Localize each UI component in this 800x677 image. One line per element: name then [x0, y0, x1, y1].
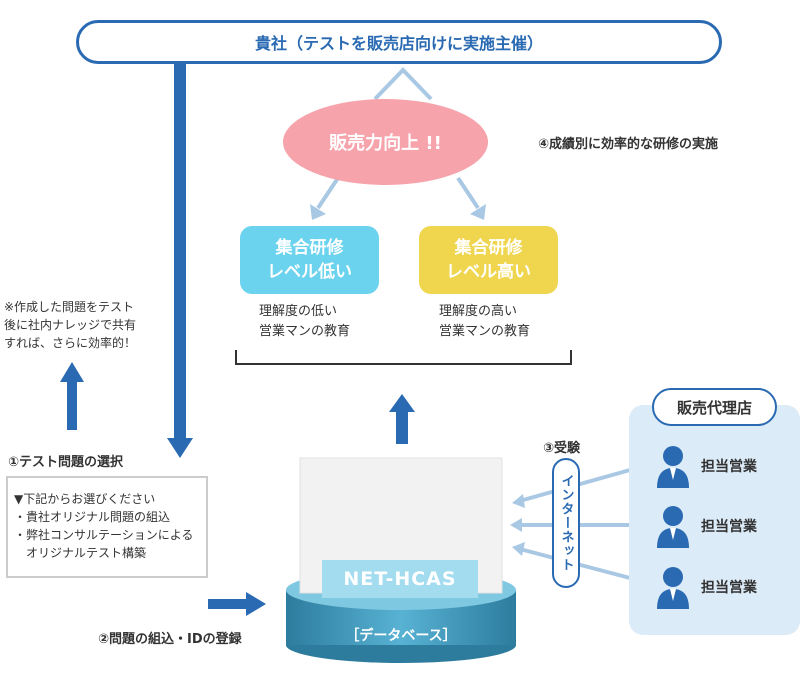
down-arrow	[167, 64, 193, 458]
training-high-desc: 理解度の高い 営業マンの教育	[439, 302, 530, 342]
arrow-to-low	[310, 176, 340, 220]
sales-rep-2-name: 担当営業	[701, 519, 757, 535]
database-label: ［データベース］	[345, 628, 457, 644]
selection-option-1: ・貴社オリジナル問題の組込	[14, 510, 171, 524]
bracket	[235, 350, 572, 365]
knowledge-note-3: すれば、さらに効率的！	[4, 336, 137, 350]
knowledge-note-2: 後に社内ナレッジで共有	[4, 318, 137, 332]
knowledge-note: ※作成した問題をテスト 後に社内ナレッジで共有 すれば、さらに効率的！	[4, 298, 136, 352]
training-low-title-2: レベル低い	[267, 262, 352, 282]
agency-panel	[629, 405, 800, 635]
sales-improvement-ellipse: 販売力向上 !!	[283, 99, 488, 185]
company-header-bar: 貴社（テストを販売店向けに実施主催）	[76, 20, 722, 64]
internet-label: インターネット	[558, 474, 574, 572]
up-arrow-note	[60, 362, 84, 430]
agency-title-pill: 販売代理店	[652, 388, 777, 426]
person-icon	[657, 567, 689, 609]
up-arrow-db	[389, 394, 415, 444]
selection-box-title: ▼下記からお選びください	[14, 492, 156, 506]
training-high-box: 集合研修 レベル高い	[419, 226, 558, 294]
sales-rep-2: 担当営業	[655, 504, 795, 548]
training-low-desc: 理解度の低い 営業マンの教育	[259, 302, 350, 342]
step4-label: ④成績別に効率的な研修の実施	[538, 137, 719, 152]
training-low-desc-2: 営業マンの教育	[259, 324, 351, 339]
sales-rep-1: 担当営業	[655, 444, 795, 488]
chevron-up-line	[373, 67, 433, 101]
step3-label: ③受験	[543, 441, 581, 456]
arrow-to-high	[456, 176, 486, 220]
sales-rep-3-name: 担当営業	[701, 580, 757, 596]
step1-label: ①テスト問題の選択	[8, 455, 124, 470]
step2-label: ②問題の組込・IDの登録	[98, 632, 242, 647]
training-low-box: 集合研修 レベル低い	[240, 226, 379, 294]
right-arrow-register	[208, 592, 266, 616]
sales-rep-3: 担当営業	[655, 565, 795, 609]
knowledge-note-1: ※作成した問題をテスト	[4, 300, 135, 314]
selection-option-2b: オリジナルテスト構築	[26, 546, 147, 560]
selection-option-2a: ・弊社コンサルテーションによる	[14, 528, 194, 542]
company-header-title: 貴社（テストを販売店向けに実施主催）	[254, 34, 543, 53]
training-high-title-1: 集合研修	[454, 238, 523, 258]
sales-improvement-label: 販売力向上 !!	[329, 133, 442, 154]
selection-box: ▼下記からお選びください ・貴社オリジナル問題の組込 ・弊社コンサルテーションに…	[6, 476, 208, 578]
internet-pill: インターネット	[552, 458, 580, 588]
database-name: NET-HCAS	[322, 560, 478, 598]
training-high-title-2: レベル高い	[446, 262, 531, 282]
training-high-desc-2: 営業マンの教育	[439, 324, 531, 339]
person-icon	[657, 446, 689, 488]
training-high-desc-1: 理解度の高い	[439, 304, 518, 319]
person-icon	[657, 506, 689, 548]
training-low-desc-1: 理解度の低い	[259, 304, 338, 319]
sales-rep-1-name: 担当営業	[701, 459, 757, 475]
training-low-title-1: 集合研修	[275, 238, 344, 258]
agency-title: 販売代理店	[676, 398, 752, 417]
